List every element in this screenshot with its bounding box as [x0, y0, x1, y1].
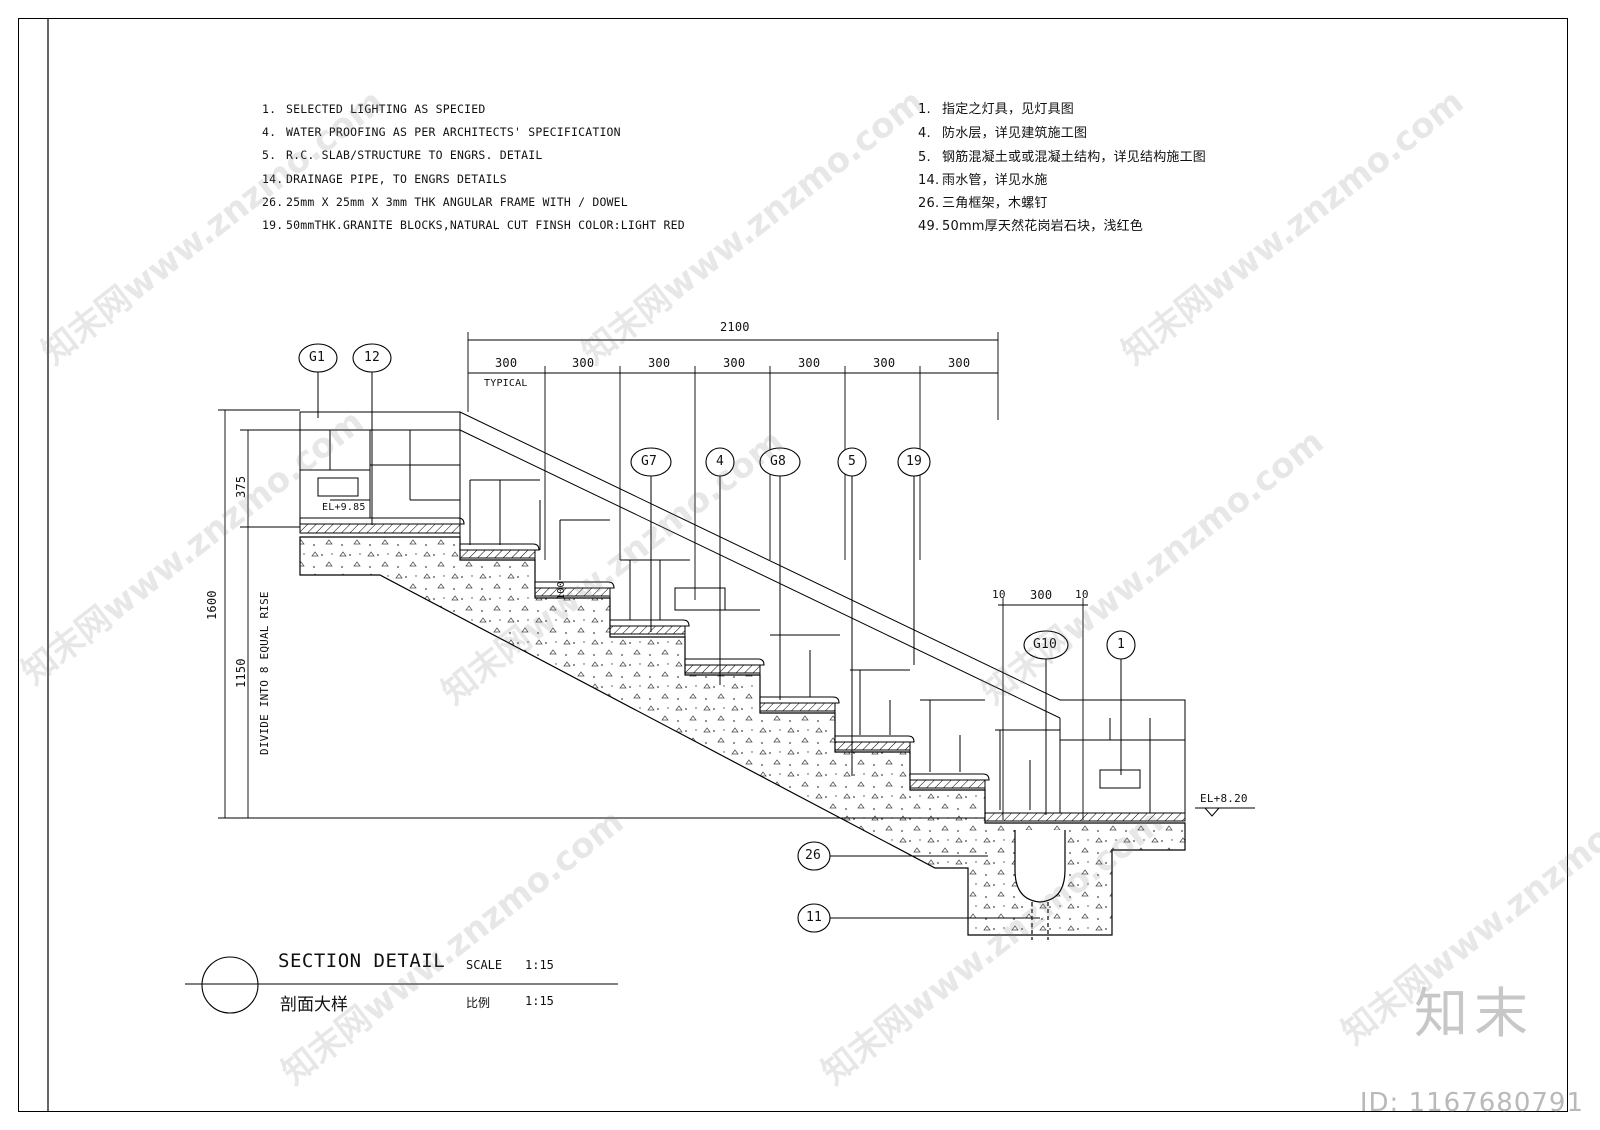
level-bottom: EL+8.20: [1200, 792, 1248, 805]
drain: [1014, 830, 1066, 940]
note-en-1: 1.SELECTED LIGHTING AS SPECIED: [262, 102, 486, 116]
note-en-26: 26.25mm X 25mm X 3mm THK ANGULAR FRAME W…: [262, 195, 628, 209]
callout-bubbles: [298, 343, 1136, 933]
callout-1: 1: [1117, 637, 1126, 652]
callout-19: 19: [906, 454, 923, 469]
scale-label-en: SCALE: [466, 958, 503, 972]
dim-tread-7: 300: [948, 356, 971, 370]
left-dimensions: [218, 409, 985, 819]
dim-total-height: 1600: [205, 590, 219, 620]
dim-drain-width: 300: [1030, 588, 1053, 602]
dim-tread-6: 300: [873, 356, 896, 370]
callout-g8: G8: [770, 454, 787, 469]
scale-value-cn: 1:15: [525, 994, 554, 1008]
dim-total-run: 2100: [720, 320, 750, 334]
callout-g10: G10: [1033, 637, 1058, 652]
dim-drain-side-left: 10: [992, 588, 1006, 601]
scale-label-cn: 比例: [466, 996, 491, 1010]
title-block-graphics: [185, 956, 618, 1014]
drawing-title-en: SECTION DETAIL: [278, 950, 446, 972]
note-cn-49: 49.50mm厚天然花岗岩石块，浅红色: [918, 219, 1144, 234]
note-en-5: 5.R.C. SLAB/STRUCTURE TO ENGRS. DETAIL: [262, 148, 543, 162]
id-tag: ID: 1167680791: [1359, 1088, 1584, 1118]
note-cn-26: 26.三角框架，木螺钉: [918, 196, 1048, 211]
stair-wall-stone: [459, 411, 1186, 814]
dim-tread-5: 300: [798, 356, 821, 370]
scale-value-en: 1:15: [525, 958, 554, 972]
dim-tread-3: 300: [648, 356, 671, 370]
callout-11: 11: [806, 910, 823, 925]
leader-lines: [317, 372, 1122, 919]
callout-5: 5: [848, 454, 857, 469]
note-en-4: 4.WATER PROOFING AS PER ARCHITECTS' SPEC…: [262, 125, 621, 139]
dim-rise-note: DIVIDE INTO 8 EQUAL RISE: [258, 591, 271, 755]
drain-dimensions: [998, 598, 1088, 820]
callout-26: 26: [805, 848, 822, 863]
dim-tread-1: 300: [495, 356, 518, 370]
dim-rise-total: 1150: [234, 658, 248, 688]
brand-logo: 知末: [1414, 982, 1534, 1045]
drawing-border: [18, 18, 1568, 1112]
note-en-19: 19.50mmTHK.GRANITE BLOCKS,NATURAL CUT FI…: [262, 218, 685, 232]
level-top: EL+9.85: [322, 502, 366, 513]
dim-drain-side-right: 10: [1075, 588, 1089, 601]
note-cn-1: 1.指定之灯具，见灯具图: [918, 102, 1075, 117]
dim-tread-2: 300: [572, 356, 595, 370]
note-en-14: 14.DRAINAGE PIPE, TO ENGRS DETAILS: [262, 172, 507, 186]
dim-typical: TYPICAL: [484, 378, 528, 389]
dim-tread-4: 300: [723, 356, 746, 370]
callout-g7: G7: [641, 454, 658, 469]
drawing-title-cn: 剖面大样: [280, 995, 348, 1015]
note-cn-4: 4.防水层，详见建筑施工图: [918, 126, 1088, 141]
note-cn-14: 14.雨水管，详见水施: [918, 173, 1048, 188]
note-cn-5: 5.钢筋混凝土或或混凝土结构，详见结构施工图: [918, 150, 1207, 165]
callout-g1: G1: [309, 350, 326, 365]
callout-4: 4: [716, 454, 725, 469]
treads: [299, 517, 990, 781]
level-marker-bottom: [1195, 807, 1255, 817]
callout-12: 12: [364, 350, 381, 365]
